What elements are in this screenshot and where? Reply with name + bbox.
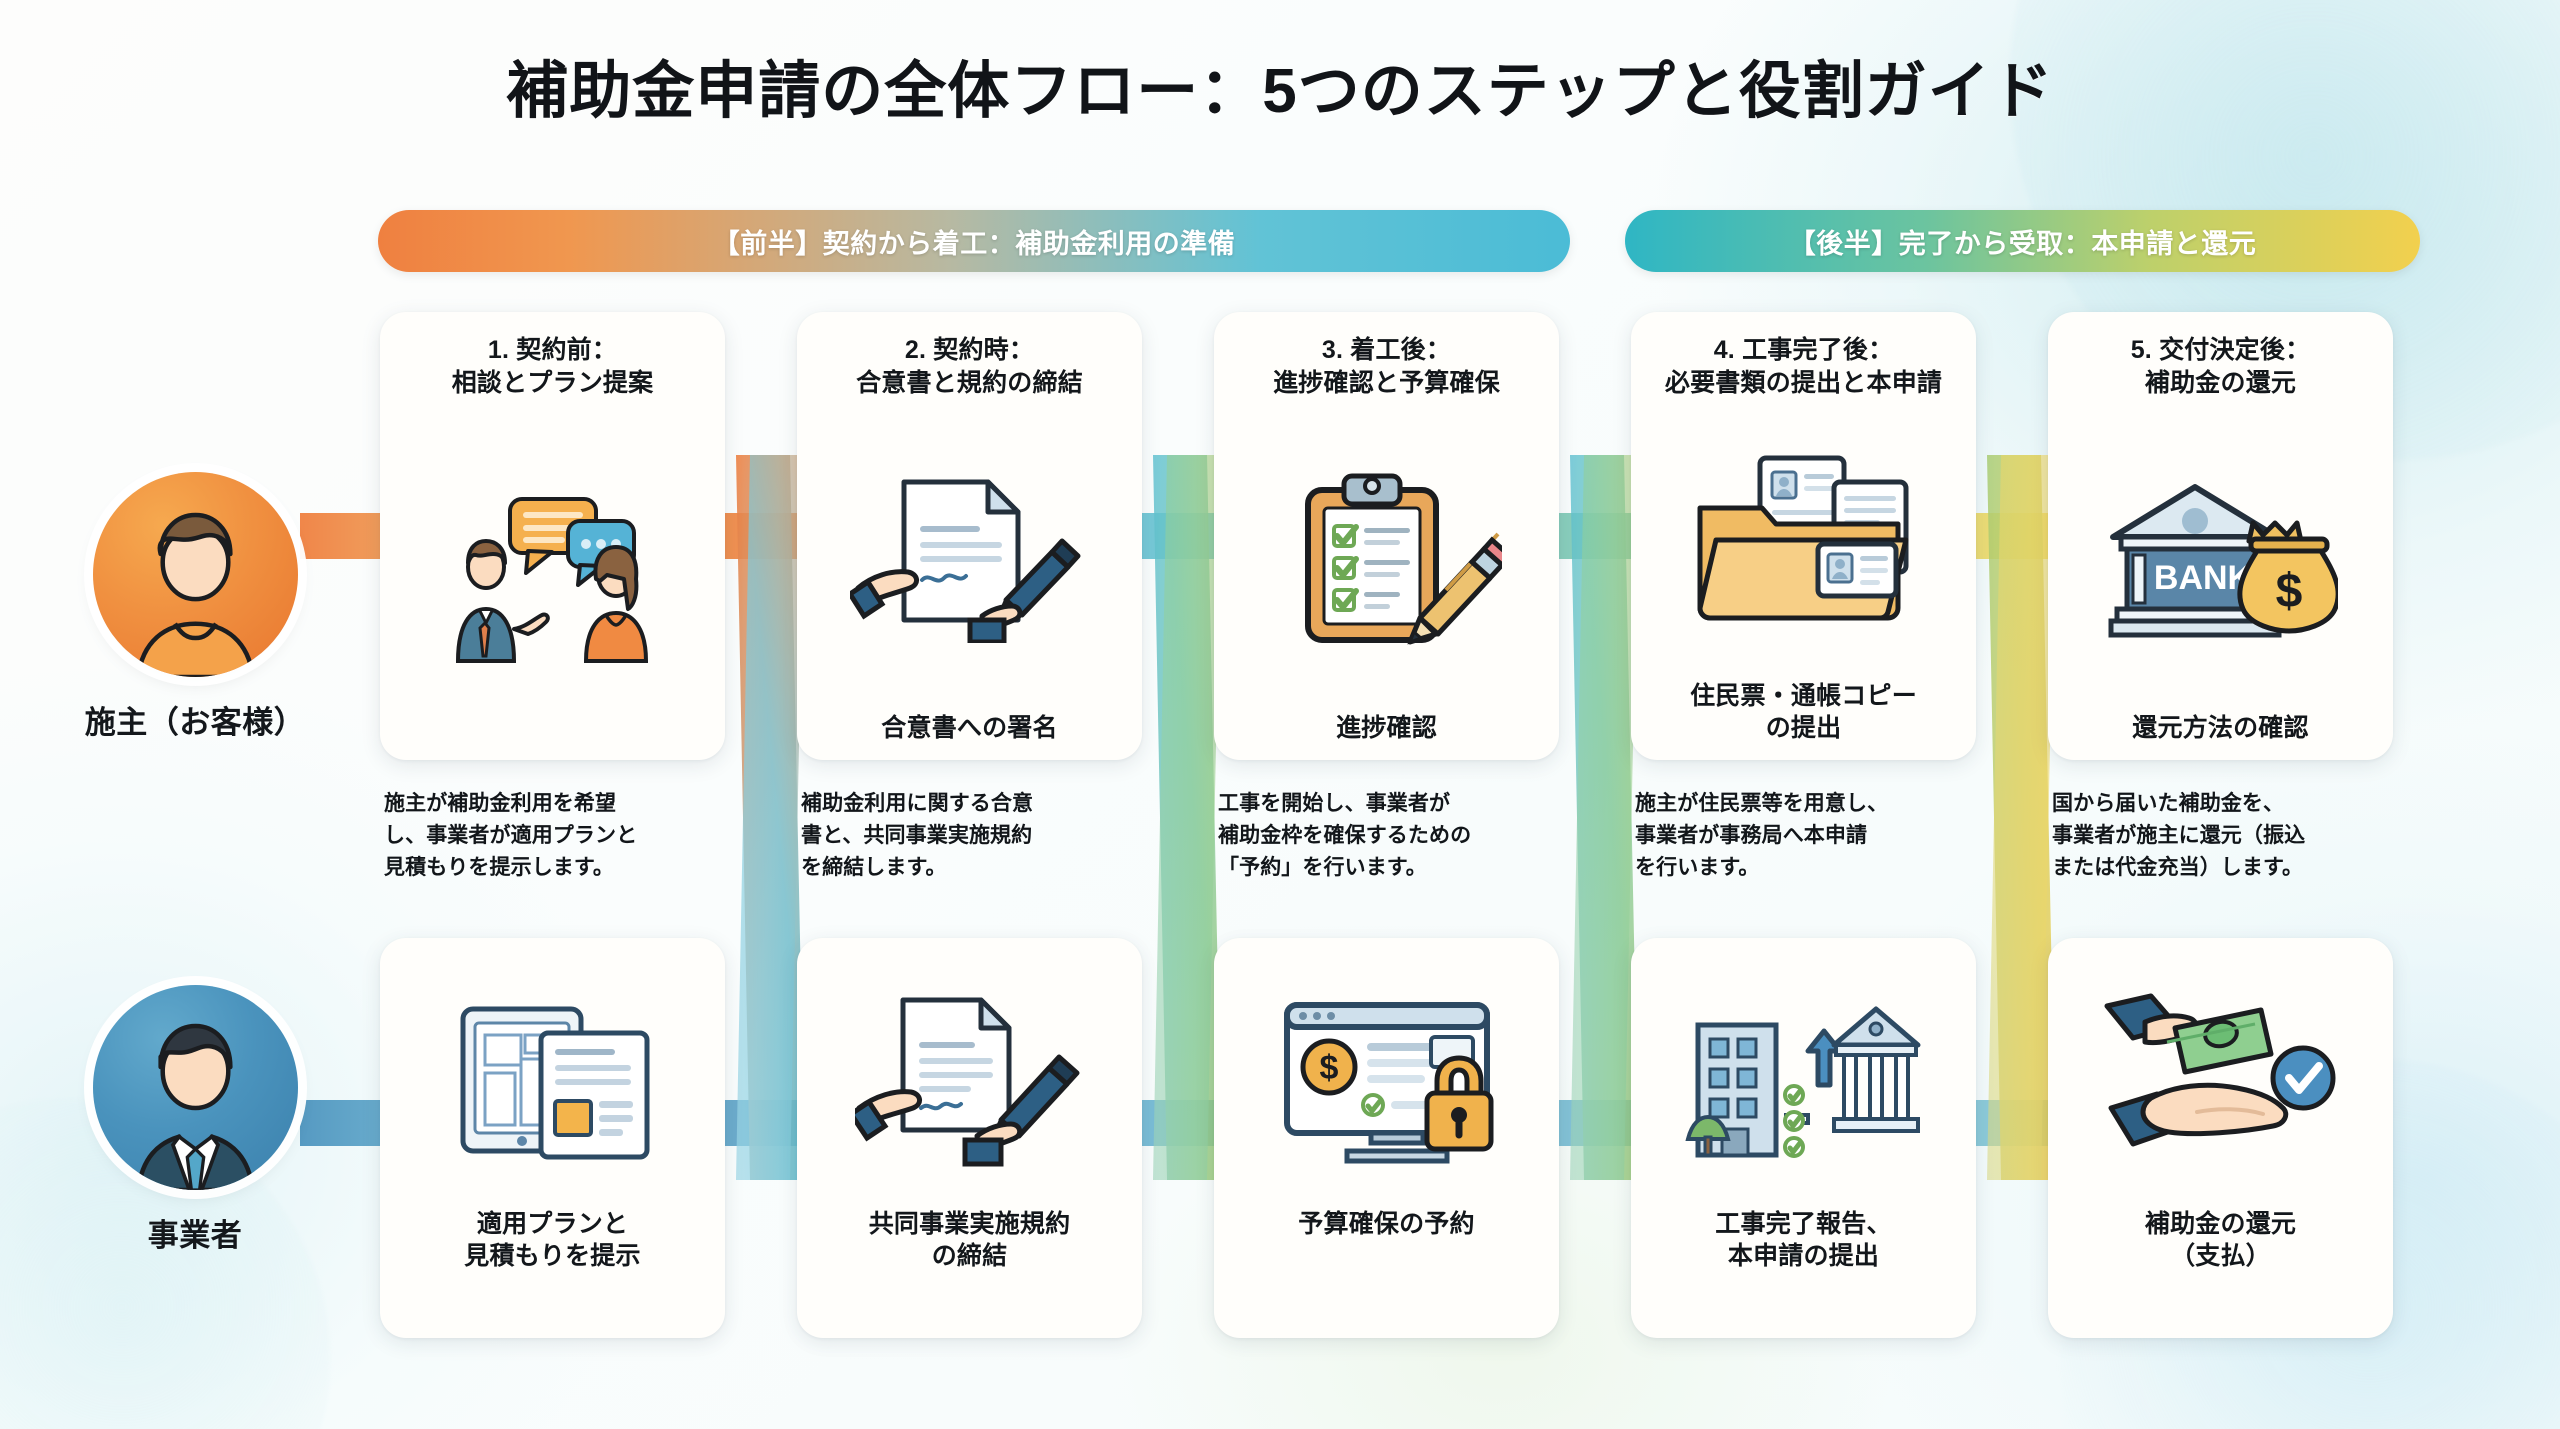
step-2-heading: 2. 契約時： 合意書と規約の締結 [856,336,1083,397]
currency-symbol: $ [2276,565,2303,618]
step-5-vendor-caption: 補助金の還元 （支払） [2144,1210,2297,1270]
step-1-owner-card[interactable]: 1. 契約前： 相談とプラン提案 [380,312,725,760]
step-5-heading: 5. 交付決定後： 補助金の還元 [2130,336,2311,397]
page-title: 補助金申請の全体フロー：5つのステップと役割ガイド [506,57,2054,126]
online-reservation-lock-icon: $ [1283,1002,1493,1164]
step-2-vendor-card[interactable]: 共同事業実施規約 の締結 [797,938,1142,1338]
svg-text:$: $ [1319,1049,1338,1087]
step-4-owner-icon-box [1645,399,1962,680]
step-4-vendor-caption: 工事完了報告、 本申請の提出 [1715,1210,1892,1270]
bank-money-bag-icon: BANK $ [2108,483,2338,637]
cash-handover-check-icon [2104,993,2335,1146]
step-5-owner-card[interactable]: 5. 交付決定後： 補助金の還元 BANK $ 還元方法の確認 [2048,312,2393,760]
step-5-owner-icon-box: BANK $ [2062,399,2379,712]
step-2-owner-caption: 合意書への署名 [881,714,1058,742]
step-1-description: 施主が補助金利用を希望 し、事業者が適用プランと 見積もりを提示します。 [384,792,638,879]
signing-contract-icon [854,997,1079,1166]
signing-hand-document-icon [849,479,1080,643]
step-3-vendor-caption: 予算確保の予約 [1298,1210,1475,1238]
owner-avatar-label: 施主（お客様） [84,705,306,740]
step-3-vendor-icon-box: $ [1228,964,1545,1194]
step-3-description: 工事を開始し、事業者が 補助金枠を確保するための 「予約」を行います。 [1218,792,1472,879]
step-2-owner-card[interactable]: 2. 契約時： 合意書と規約の締結 合 [797,312,1142,760]
vendor-avatar-label: 事業者 [147,1218,243,1253]
step-1-owner-icon-box [394,399,711,744]
step-3-vendor-card[interactable]: $ 予算確保の予約 [1214,938,1559,1338]
step-3-heading: 3. 着工後： 進捗確認と予算確保 [1273,336,1500,397]
step-5-description: 国から届いた補助金を、 事業者が施主に還元（振込 または代金充当）します。 [2052,792,2306,879]
step-3-owner-caption: 進捗確認 [1336,714,1437,742]
phase-banner-first-half: 【前半】契約から着工：補助金利用の準備 [378,210,1570,272]
step-4-owner-card[interactable]: 4. 工事完了後： 必要書類の提出と本申請 [1631,312,1976,760]
row-label-owner: 施主（お客様） [45,472,345,742]
owner-avatar [92,472,298,677]
step-3-owner-card[interactable]: 3. 着工後： 進捗確認と予算確保 [1214,312,1559,760]
step-4-heading: 4. 工事完了後： 必要書類の提出と本申請 [1664,336,1943,397]
consultation-icon [455,497,648,663]
vendor-avatar [92,985,298,1190]
step-1-vendor-icon-box [394,964,711,1194]
step-4-description: 施主が住民票等を用意し、 事業者が事務局へ本申請 を行います。 [1635,792,1889,879]
row-label-vendor: 事業者 [45,985,345,1255]
step-5-owner-caption: 還元方法の確認 [2132,714,2309,742]
step-4-vendor-card[interactable]: 工事完了報告、 本申請の提出 [1631,938,1976,1338]
step-1-vendor-card[interactable]: 適用プランと 見積もりを提示 [380,938,725,1338]
step-5-vendor-card[interactable]: 補助金の還元 （支払） [2048,938,2393,1338]
plan-document-tablet-icon [460,1006,650,1160]
step-4-owner-caption: 住民票・通帳コピー の提出 [1690,682,1917,742]
step-2-description: 補助金利用に関する合意 書と、共同事業実施規約 を締結します。 [801,792,1034,879]
step-1-heading: 1. 契約前： 相談とプラン提案 [451,336,654,397]
step-4-vendor-icon-box [1645,964,1962,1194]
clipboard-checklist-pencil-icon [1304,473,1502,645]
person-avatar-icon [135,512,255,677]
step-3-owner-icon-box [1228,399,1545,712]
step-2-owner-icon-box [811,399,1128,712]
bank-label: BANK [2154,559,2253,597]
phase-banner-second-half: 【後半】完了から受取：本申請と還元 [1625,210,2420,272]
documents-folder-id-icon [1697,455,1909,621]
step-2-vendor-caption: 共同事業実施規約 の締結 [868,1210,1071,1270]
businessman-avatar-icon [135,1023,255,1190]
step-2-vendor-icon-box [811,964,1128,1194]
step-5-vendor-icon-box [2062,964,2379,1194]
building-to-office-submit-icon [1684,1006,1920,1158]
step-1-vendor-caption: 適用プランと 見積もりを提示 [464,1210,641,1270]
